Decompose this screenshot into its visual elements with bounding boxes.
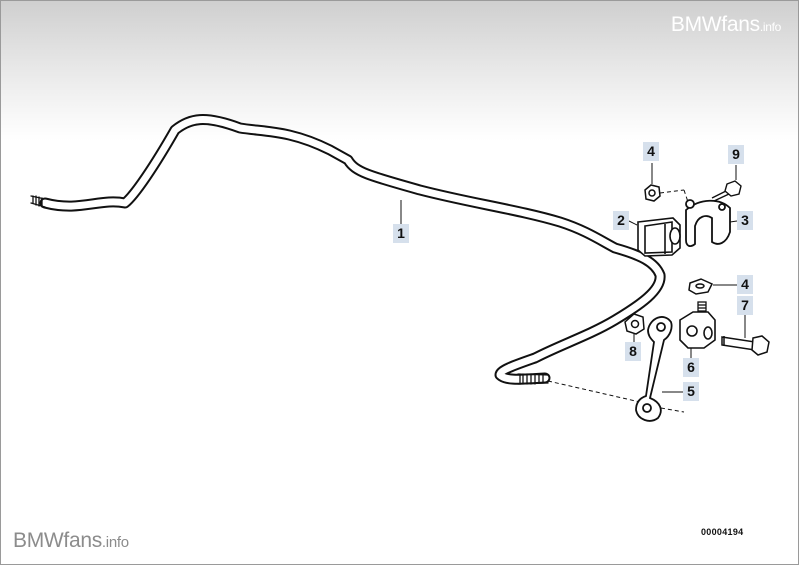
callout-part-6[interactable]: 6 [683, 358, 699, 377]
assembly-line [547, 380, 641, 403]
hex-bolt-long [721, 335, 770, 356]
callout-part-1[interactable]: 1 [393, 224, 409, 243]
callout-part-2[interactable]: 2 [613, 211, 629, 230]
callout-part-5[interactable]: 5 [683, 382, 699, 401]
callout-part-7[interactable]: 7 [737, 296, 753, 315]
stabilizer-bar [30, 114, 666, 385]
watermark-top-suffix: .info [759, 20, 781, 34]
callout-part-8[interactable]: 8 [625, 342, 641, 361]
rubber-mounting [637, 217, 681, 257]
assembly-line [659, 189, 685, 194]
callout-part-3[interactable]: 3 [737, 211, 753, 230]
watermark-top: BMWfans.info [671, 13, 781, 37]
bar-thread-right [517, 373, 549, 385]
hex-bolt-small [711, 180, 742, 202]
watermark-top-brand: BMWfans [670, 13, 760, 36]
bar-thread-left [30, 195, 46, 208]
self-locking-nut [624, 313, 645, 335]
link-rubber-mount [679, 311, 716, 349]
callout-part-4-upper[interactable]: 4 [643, 142, 659, 161]
hex-nut-upper [644, 184, 661, 202]
stabilizer-link [635, 316, 673, 422]
watermark-bottom: BMWfans.info [13, 529, 129, 553]
assembly-line [683, 189, 689, 203]
watermark-bottom-suffix: .info [101, 534, 129, 551]
callout-part-9[interactable]: 9 [728, 145, 744, 164]
leader-lines [400, 163, 746, 393]
watermark-bottom-brand: BMWfans [13, 529, 102, 552]
diagram-number: 00004194 [701, 527, 744, 537]
callout-part-4-lower[interactable]: 4 [737, 275, 753, 294]
assembly-line [660, 407, 685, 413]
hex-nut-lower [688, 278, 714, 295]
bracket-clamp [685, 199, 731, 247]
